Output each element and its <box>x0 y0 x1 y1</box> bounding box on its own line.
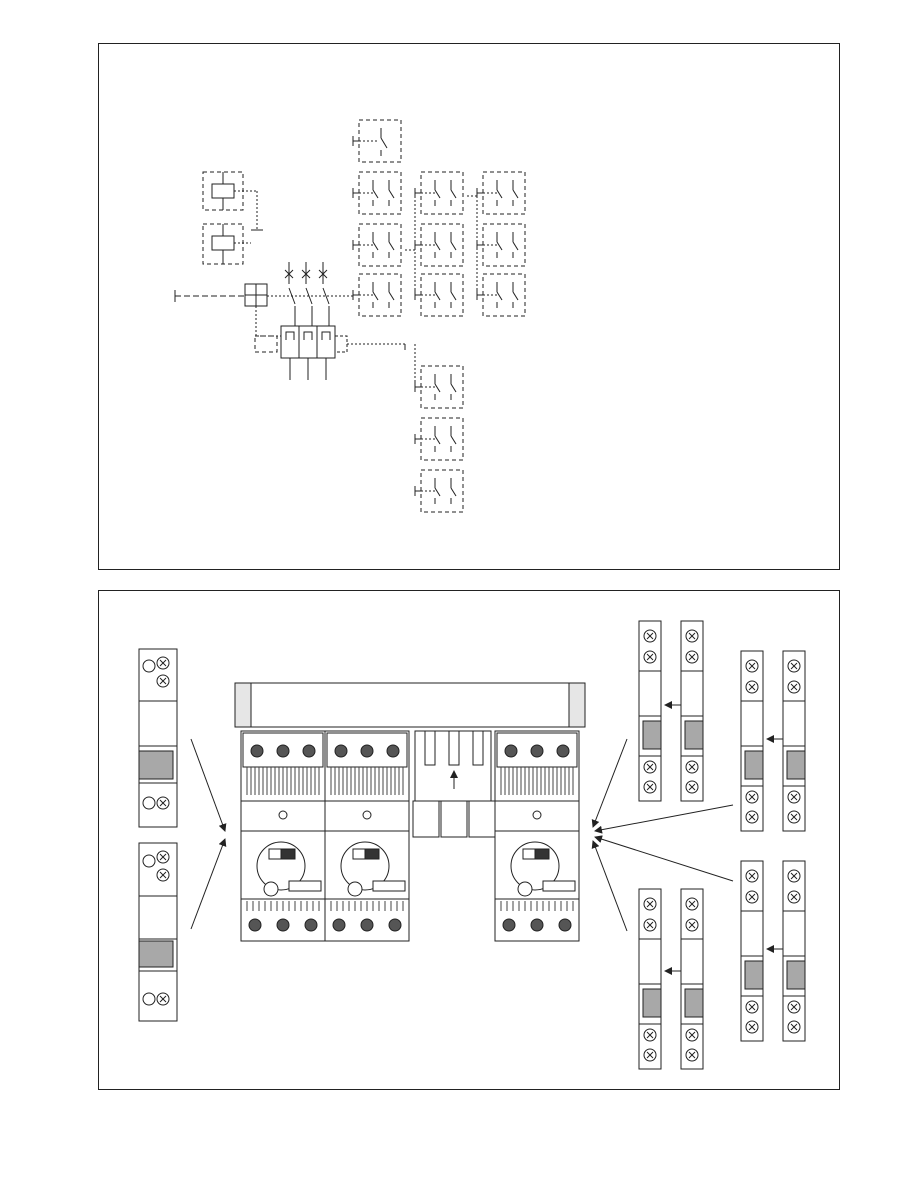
change-over-switch <box>235 683 585 941</box>
mounting-arrow <box>595 837 733 881</box>
mounting-arrow <box>593 739 627 827</box>
auxiliary-contact-module-right-b <box>681 621 703 801</box>
auxiliary-contact-block <box>415 172 463 214</box>
overload-relay <box>255 326 405 380</box>
auxiliary-contact-block <box>415 224 463 266</box>
auxiliary-contact-module-right-g <box>741 861 763 1041</box>
auxiliary-contact-module-right-e <box>639 889 661 1069</box>
isolator-switch <box>175 262 355 336</box>
mounting-arrow <box>595 805 733 831</box>
auxiliary-contact-module-right-f <box>681 889 703 1069</box>
mechanical-interlock <box>413 731 495 837</box>
auxiliary-contact-block <box>477 274 525 316</box>
auxiliary-contact-block <box>415 418 463 460</box>
auxiliary-contact-block <box>415 470 463 512</box>
coil-block-lower <box>203 224 263 264</box>
auxiliary-contact-module-right-c <box>741 651 763 831</box>
auxiliary-contact-block <box>353 172 401 214</box>
auxiliary-contact-module-right-h <box>783 861 805 1041</box>
assembly-panel <box>98 590 840 1090</box>
assembly-illustration <box>99 591 839 1089</box>
auxiliary-contact-block <box>353 274 401 316</box>
schematic-diagram <box>99 44 839 569</box>
mounting-arrow <box>593 841 627 931</box>
auxiliary-contact-module-right-a <box>639 621 661 801</box>
auxiliary-contact-block <box>415 366 463 408</box>
auxiliary-contact-module-right-d <box>783 651 805 831</box>
auxiliary-contact-block <box>477 224 525 266</box>
auxiliary-contact-module-left-lower <box>139 843 177 1021</box>
mounting-arrow <box>191 739 225 831</box>
auxiliary-contact-block <box>353 120 401 162</box>
mounting-arrow <box>191 839 225 929</box>
schematic-panel <box>98 43 840 570</box>
coil-block-upper <box>203 172 257 230</box>
auxiliary-contact-block <box>353 224 401 266</box>
auxiliary-contact-module-left-upper <box>139 649 177 827</box>
auxiliary-contact-block <box>477 172 525 214</box>
auxiliary-contact-block <box>415 274 463 316</box>
main-poles <box>285 262 329 326</box>
